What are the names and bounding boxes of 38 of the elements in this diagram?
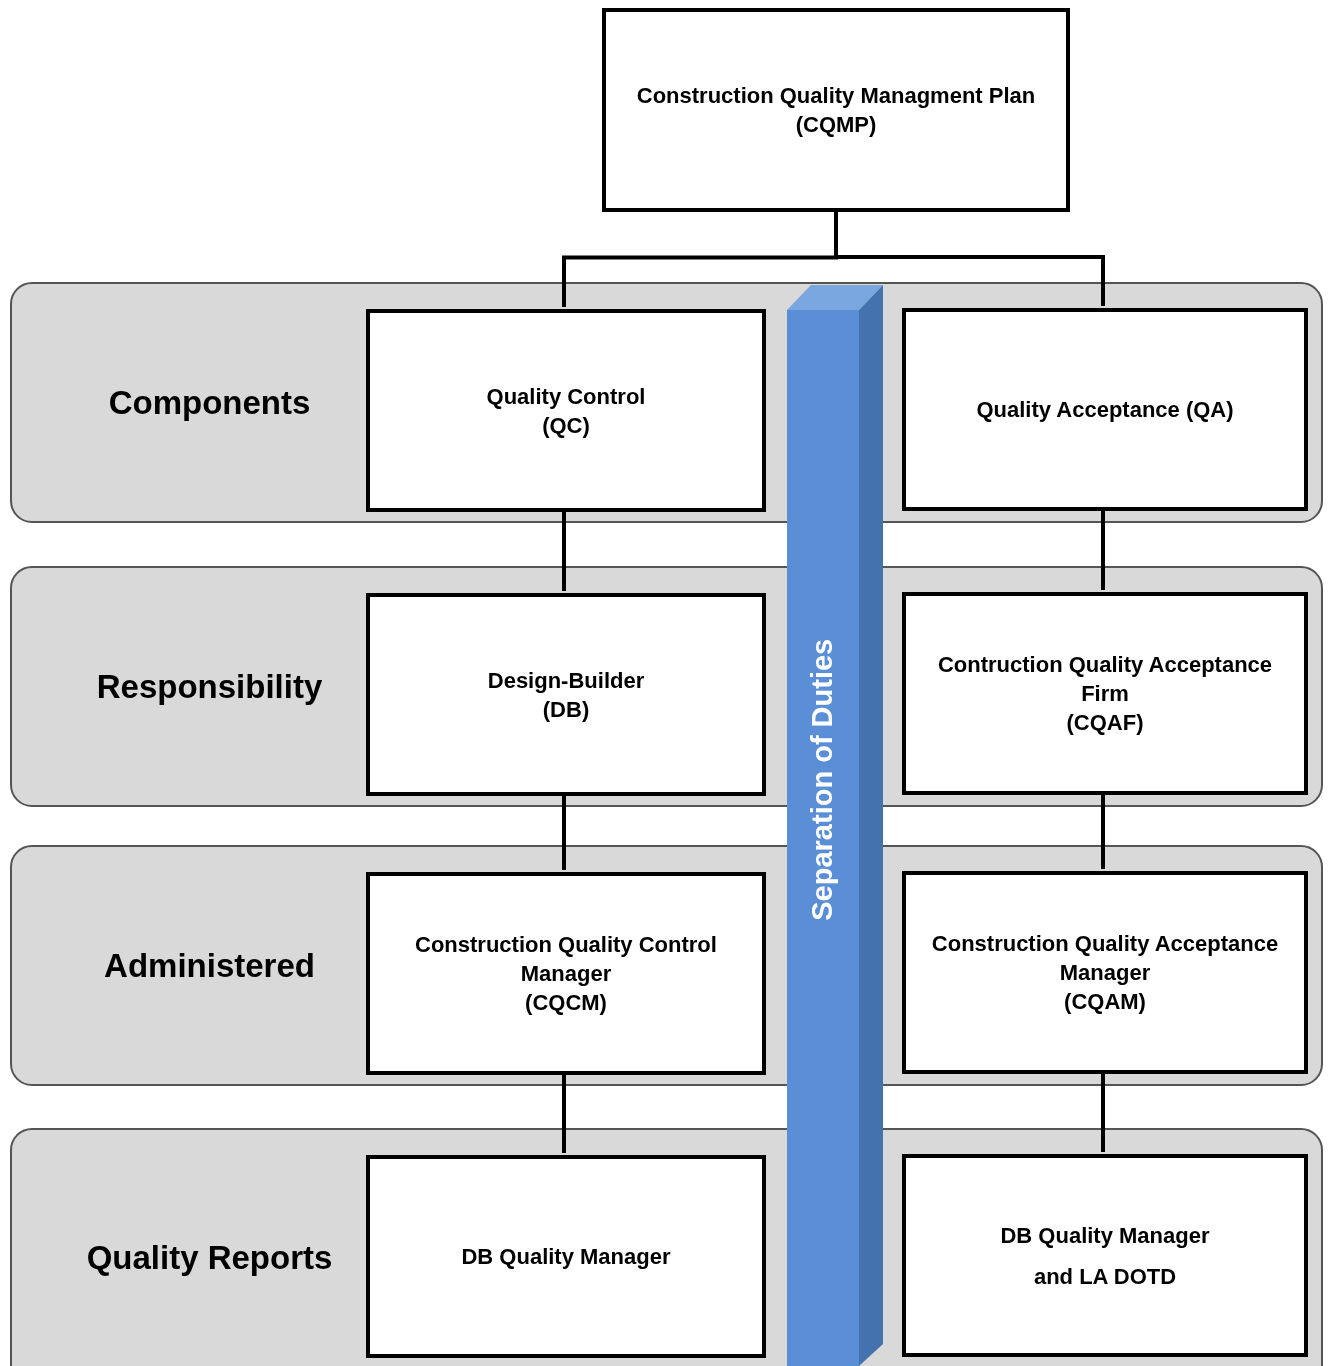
box-text: Quality Control — [486, 382, 646, 411]
connector-line — [562, 794, 566, 870]
box-text: Contruction Quality Acceptance Firm — [936, 651, 1274, 708]
row-label: Responsibility — [96, 666, 323, 707]
connector-line — [1101, 509, 1105, 590]
row-band — [10, 282, 1323, 523]
box-text: Construction Quality Control Manager — [414, 931, 718, 988]
process-box — [366, 593, 766, 796]
vertical-label: Separation of Duties — [806, 639, 839, 921]
row-band — [10, 1128, 1323, 1366]
process-box — [366, 1155, 766, 1358]
process-box — [902, 1154, 1308, 1357]
process-box — [366, 872, 766, 1075]
connector-line — [1101, 793, 1105, 869]
box-text: DB Quality Manager — [1000, 1221, 1210, 1250]
box-text: Construction Quality Acceptance Manager — [930, 930, 1280, 987]
box-text: DB Quality Manager — [461, 1243, 671, 1271]
process-box — [902, 871, 1308, 1074]
box-text: (CQAM) — [1064, 988, 1146, 1016]
box-text: (CQCM) — [525, 989, 607, 1017]
box-text: Design-Builder — [487, 666, 645, 695]
box-text: and LA DOTD — [1033, 1262, 1177, 1291]
process-box — [902, 308, 1308, 511]
box-text: (DB) — [542, 695, 590, 724]
connector-line — [1101, 1072, 1105, 1152]
process-box — [902, 592, 1308, 795]
row-label: Administered — [104, 945, 315, 986]
connector-line — [562, 1073, 566, 1153]
box-text: (QC) — [542, 411, 590, 440]
box-text: (CQAF) — [1066, 709, 1144, 737]
connector-line — [834, 212, 1105, 306]
box-text: Construction Quality Managment Plan (CQMP) — [635, 82, 1037, 139]
process-box — [602, 8, 1070, 212]
row-label: Quality Reports — [86, 1238, 333, 1279]
process-box — [366, 309, 766, 512]
row-label: Components — [108, 382, 311, 423]
connector-line — [562, 510, 566, 591]
box-text: Quality Acceptance (QA) — [976, 396, 1234, 424]
